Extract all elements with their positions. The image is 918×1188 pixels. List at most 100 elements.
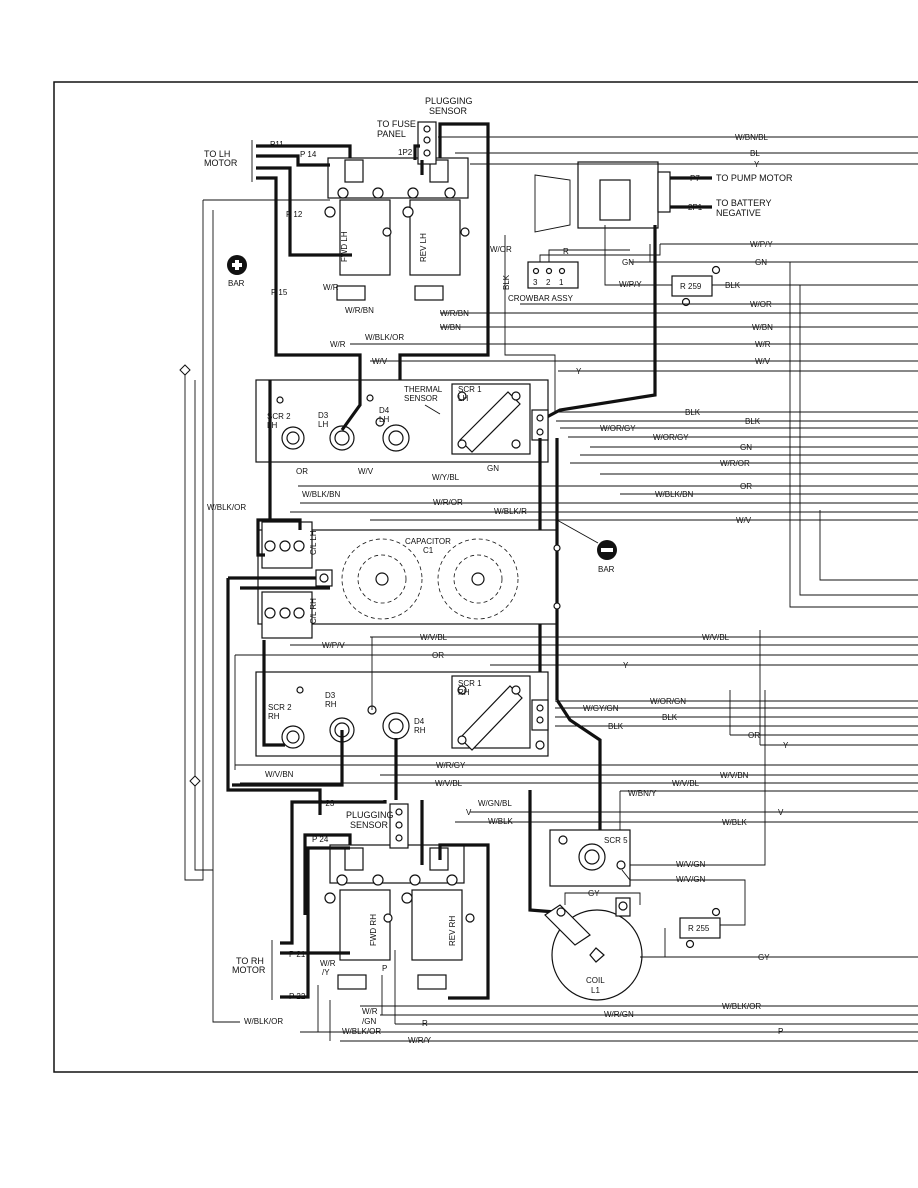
p24-label: P 24 bbox=[312, 835, 329, 844]
wire-label: BLK bbox=[662, 713, 678, 722]
wire-label: /Y bbox=[322, 968, 330, 977]
coil-l1: COIL L1 bbox=[544, 897, 643, 1001]
wire-label: W/R/BN bbox=[440, 309, 469, 318]
wire-label: W/BN bbox=[440, 323, 461, 332]
wire-label: OR bbox=[748, 731, 760, 740]
thermal-sensor-l2: SENSOR bbox=[404, 394, 438, 403]
scr1-lh-l2: LH bbox=[458, 394, 468, 403]
wire-label: W/BLK bbox=[488, 817, 514, 826]
p15-label: P 15 bbox=[271, 288, 288, 297]
wire-label: GN bbox=[487, 464, 499, 473]
wire-label: W/R bbox=[330, 340, 346, 349]
scr5-assembly: SCR 5 bbox=[549, 829, 631, 887]
to-fuse-panel-l1: TO FUSE bbox=[377, 119, 416, 129]
wire-label: GY bbox=[588, 889, 600, 898]
wire-label: W/R/OR bbox=[433, 498, 463, 507]
wire-label: W/V bbox=[755, 357, 771, 366]
wire-label: W/R bbox=[320, 959, 336, 968]
wire-label: W/V bbox=[358, 467, 374, 476]
d4-rh-l1: D4 bbox=[414, 717, 425, 726]
wire-label: W/BLK/OR bbox=[722, 1002, 761, 1011]
plugging-sensor-top-l2: SENSOR bbox=[429, 106, 468, 116]
d3-lh-l2: LH bbox=[318, 420, 328, 429]
wire-label: GN bbox=[740, 443, 752, 452]
wire-label: P bbox=[382, 964, 387, 973]
wire-label: BLK bbox=[685, 408, 701, 417]
to-lh-motor-l2: MOTOR bbox=[204, 158, 238, 168]
wire-label: Y bbox=[783, 741, 789, 750]
scr2-lh-l1: SCR 2 bbox=[267, 412, 291, 421]
wire-label: W/R bbox=[362, 1007, 378, 1016]
cl-lh-label: C/L LH bbox=[309, 530, 318, 555]
wire-label: W/R/OR bbox=[720, 459, 750, 468]
lh-contactor-assembly: FWD LH REV LH bbox=[324, 157, 470, 301]
thermal-sensor-l1: THERMAL bbox=[404, 385, 443, 394]
d4-lh-l1: D4 bbox=[379, 406, 390, 415]
crowbar-pin-2: 2 bbox=[546, 278, 551, 287]
wire-label: BL bbox=[750, 149, 760, 158]
wire-label: W/OR/GY bbox=[653, 433, 689, 442]
wire-label: W/V bbox=[372, 357, 388, 366]
r255-label: R 255 bbox=[688, 924, 710, 933]
wire-label: OR bbox=[432, 651, 444, 660]
wire-label: W/BLK/BN bbox=[302, 490, 340, 499]
diagram-frame bbox=[53, 81, 918, 1073]
wire-label: BLK bbox=[725, 281, 741, 290]
wire-label: GN bbox=[755, 258, 767, 267]
wire-label: W/Y/BL bbox=[432, 473, 460, 482]
fwd-rh-label: FWD RH bbox=[369, 914, 378, 946]
wire-label: W/BLK/BN bbox=[655, 490, 693, 499]
wire-label: W/GY/GN bbox=[583, 704, 619, 713]
wire-label: W/OR bbox=[490, 245, 512, 254]
p14-label: P 14 bbox=[300, 150, 317, 159]
cl-rh-label: C/L RH bbox=[309, 598, 318, 624]
d3-lh-l1: D3 bbox=[318, 411, 329, 420]
wire-label: P bbox=[778, 1027, 783, 1036]
wire-label: W/V/BL bbox=[702, 633, 730, 642]
crowbar-assy-label: CROWBAR ASSY bbox=[508, 294, 574, 303]
to-battery-negative-l2: NEGATIVE bbox=[716, 208, 761, 218]
wire-label: W/R bbox=[323, 283, 339, 292]
wire-label: W/V/BL bbox=[672, 779, 700, 788]
to-fuse-panel-l2: PANEL bbox=[377, 129, 406, 139]
rev-rh-label: REV RH bbox=[448, 916, 457, 946]
rev-lh-label: REV LH bbox=[419, 233, 428, 262]
wire-label: W/R/Y bbox=[408, 1036, 432, 1045]
to-rh-motor-l2: MOTOR bbox=[232, 965, 266, 975]
scr1-rh-l2: RH bbox=[458, 688, 470, 697]
to-battery-negative-l1: TO BATTERY bbox=[716, 198, 772, 208]
mid-wire-bundle bbox=[235, 636, 918, 823]
wire-label: Y bbox=[576, 367, 582, 376]
plugging-sensor-bottom-l1: PLUGGING bbox=[346, 810, 394, 820]
wire-label: W/BLK/OR bbox=[342, 1027, 381, 1036]
wire-label: R bbox=[422, 1019, 428, 1028]
wire-label: V bbox=[778, 808, 784, 817]
bar-plus-label: BAR bbox=[228, 279, 245, 288]
p12-label: P 12 bbox=[286, 210, 303, 219]
wire-label: GN bbox=[622, 258, 634, 267]
wire-label: W/BLK bbox=[722, 818, 748, 827]
wire-label: W/OR/GN bbox=[650, 697, 686, 706]
wire-label: W/OR bbox=[750, 300, 772, 309]
capacitor-c1: CAPACITOR C1 C/L LH C/L RH bbox=[257, 521, 561, 639]
wire-label: BLK bbox=[502, 274, 511, 290]
wire-label: W/V/BN bbox=[265, 770, 294, 779]
wire-label: W/V/GN bbox=[676, 875, 706, 884]
rh-contactor-assembly: FWD RH REV RH bbox=[324, 844, 475, 990]
wire-label: W/P/V bbox=[322, 641, 345, 650]
d4-rh-l2: RH bbox=[414, 726, 426, 735]
d3-rh-l1: D3 bbox=[325, 691, 336, 700]
to-rh-motor-l1: TO RH bbox=[236, 956, 264, 966]
wire-label: W/BLK/OR bbox=[365, 333, 404, 342]
wire-label: W/V bbox=[736, 516, 752, 525]
pump-connector: P7 TO PUMP MOTOR 2P1 TO BATTERY NEGATIVE bbox=[534, 161, 793, 233]
wire-label: W/P/Y bbox=[750, 240, 773, 249]
wire-label: Y bbox=[623, 661, 629, 670]
wire-label: V bbox=[466, 808, 472, 817]
wire-label: R bbox=[563, 247, 569, 256]
plugging-sensor-bottom-l2: SENSOR bbox=[350, 820, 389, 830]
wire-label: W/BLK/OR bbox=[244, 1017, 283, 1026]
plugging-sensor-bottom: PLUGGING SENSOR bbox=[346, 803, 409, 849]
scr5-label: SCR 5 bbox=[604, 836, 628, 845]
